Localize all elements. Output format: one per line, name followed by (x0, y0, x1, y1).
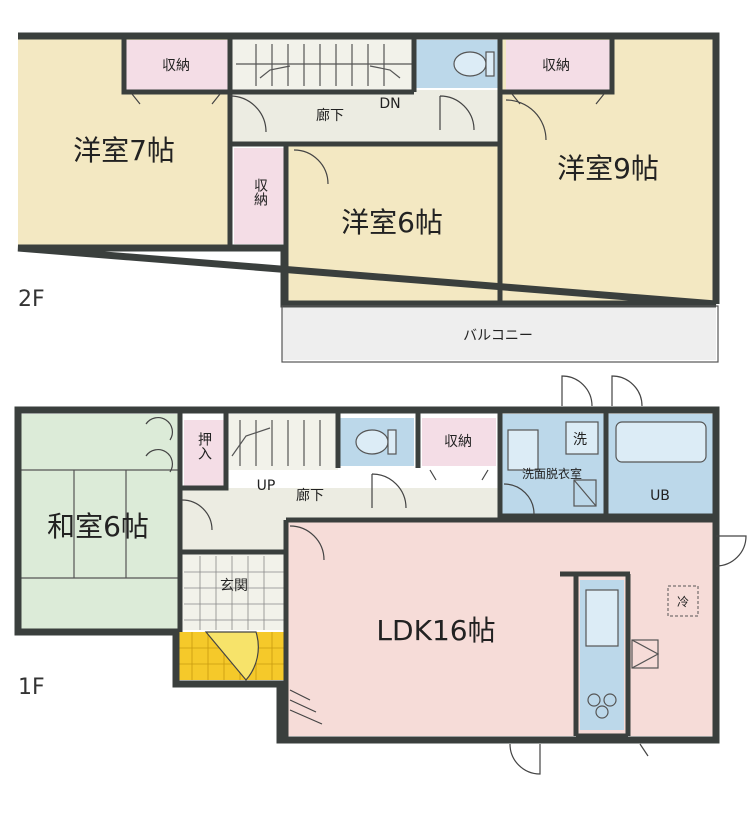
hallway-1f-label: 廊下 (296, 487, 324, 504)
dryer-icon (573, 479, 597, 507)
doors-2f (131, 93, 605, 185)
stove-icon (587, 693, 617, 719)
hallway-2f-fill (232, 90, 500, 142)
washing-machine-icon (565, 421, 599, 455)
stairs-1f-fill (226, 414, 338, 470)
entrance-label: 玄関 (220, 577, 248, 594)
closet-label: 押入 (196, 432, 212, 460)
dryer-mark-icon (573, 479, 597, 507)
entrance-door-swing (204, 631, 259, 681)
entrance-grid (184, 556, 284, 630)
room-western-7-label: 洋室7帖 (73, 134, 175, 167)
stairs-2f-dir-label: DN (379, 96, 400, 112)
hallway-2f-label: 廊下 (316, 107, 344, 124)
fridge-label: 冷 (677, 595, 689, 609)
floor-1f-label: 1F (18, 675, 45, 700)
washbasin-icon (507, 429, 539, 471)
balcony-label: バルコニー (463, 328, 533, 344)
storage-2f-right-label: 収納 (542, 58, 570, 74)
closet-fill (184, 420, 224, 486)
ldk-fill (286, 522, 716, 736)
storage-2f-side-fill (234, 148, 286, 244)
toilet-1f-tank (387, 429, 397, 455)
bath-label: UB (650, 488, 670, 504)
balcony-fill (282, 308, 716, 360)
walls-2f-inner (121, 36, 615, 304)
wash-mark-label: 洗 (573, 432, 587, 448)
stairs-2f (236, 44, 412, 86)
storage-1f-label: 収納 (444, 434, 472, 450)
floor-1f: 和室6帖 押入 収納 UP 廊下 洗面脱衣室 洗 UB 玄関 LDK16帖 冷 … (14, 375, 747, 775)
stairs-1f (231, 420, 321, 466)
doors-1f (145, 375, 747, 775)
storage-1f-fill (422, 418, 496, 466)
storage-2f-right-fill (506, 40, 610, 92)
tatami-lines (18, 469, 178, 579)
toilet-1f-icon (355, 429, 389, 455)
washroom-label: 洗面脱衣室 (522, 466, 582, 481)
storage-2f-left-fill (124, 40, 228, 92)
dishwasher-mark-icon (631, 639, 660, 669)
storage-2f-side-label: 収納 (252, 178, 268, 207)
floor-2f: 収納 収納 収納 廊下 DN 洋室7帖 洋室6帖 洋室9帖 バルコニー 2F (17, 32, 720, 363)
room-western-9-label: 洋室9帖 (557, 152, 659, 185)
toilet-2f-tank (485, 51, 495, 77)
room-japanese-6-label: 和室6帖 (47, 510, 149, 543)
kitchen-sink-icon (585, 589, 619, 647)
stairs-1f-dir-label: UP (257, 478, 276, 494)
room-japanese-6-fill (18, 414, 178, 630)
floor-2f-label: 2F (18, 287, 45, 312)
walls-1f-inner (177, 410, 716, 740)
toilet-2f-icon (453, 51, 487, 77)
ldk-label: LDK16帖 (376, 614, 495, 647)
balcony-outline (281, 305, 719, 363)
storage-2f-left-label: 収納 (162, 58, 190, 74)
fridge-outline (667, 585, 699, 617)
bathtub-icon (615, 421, 707, 463)
room-western-6-label: 洋室6帖 (341, 206, 443, 239)
entrance-hall-fill (182, 552, 284, 630)
